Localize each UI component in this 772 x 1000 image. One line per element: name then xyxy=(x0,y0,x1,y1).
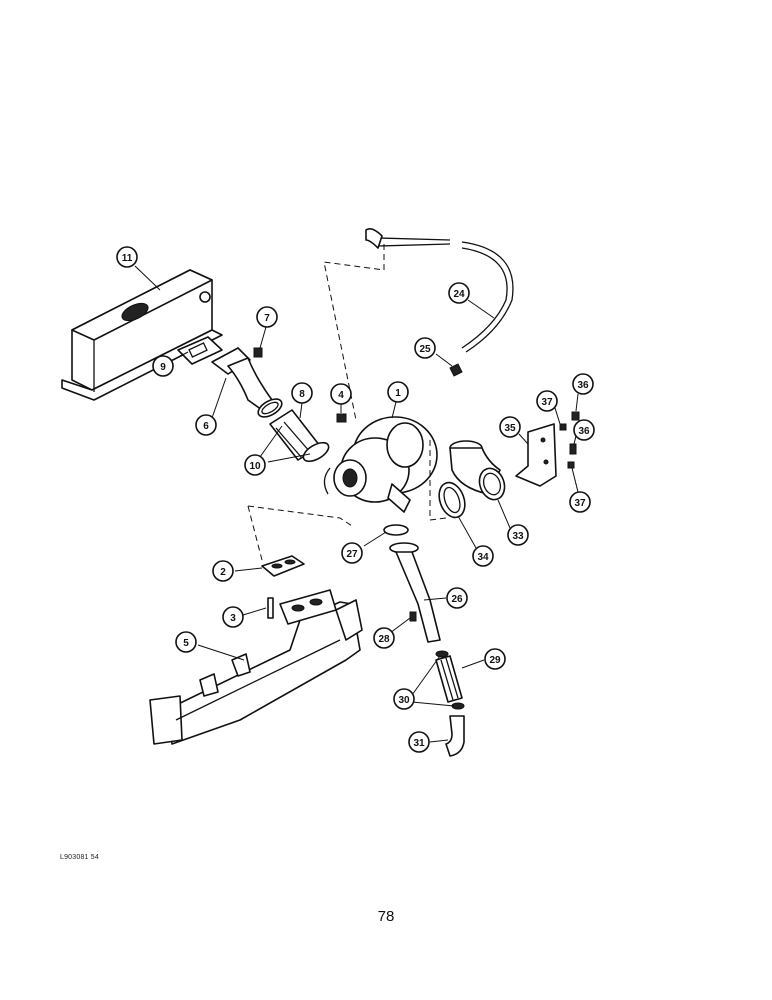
part-elbow-pipe-6 xyxy=(211,347,273,411)
svg-text:6: 6 xyxy=(203,421,209,432)
part-drain-tube-26 xyxy=(389,542,441,643)
callout-2: 2 xyxy=(212,560,234,582)
svg-text:5: 5 xyxy=(183,638,189,649)
callout-28: 28 xyxy=(373,627,395,649)
svg-text:36: 36 xyxy=(578,426,590,437)
callout-30: 30 xyxy=(393,688,415,710)
svg-text:35: 35 xyxy=(504,423,516,434)
callout-11: 11 xyxy=(116,246,138,268)
svg-text:7: 7 xyxy=(264,313,270,324)
callout-8: 8 xyxy=(291,382,313,404)
svg-text:37: 37 xyxy=(574,498,586,509)
callout-37-top: 37 xyxy=(536,390,558,412)
svg-text:37: 37 xyxy=(541,397,553,408)
part-hose-29 xyxy=(435,650,465,710)
svg-text:25: 25 xyxy=(419,344,431,355)
svg-text:29: 29 xyxy=(489,655,501,666)
svg-text:9: 9 xyxy=(160,362,166,373)
callout-36-mid: 36 xyxy=(573,419,595,441)
part-bracket-35 xyxy=(515,423,557,487)
page-number: 78 xyxy=(377,908,395,925)
part-stud-3 xyxy=(267,597,274,619)
callout-9: 9 xyxy=(152,355,174,377)
svg-text:3: 3 xyxy=(230,613,236,624)
callout-3: 3 xyxy=(222,606,244,628)
part-oil-line-24 xyxy=(461,241,514,353)
svg-text:34: 34 xyxy=(477,552,489,563)
callout-24: 24 xyxy=(448,282,470,304)
callout-29: 29 xyxy=(484,648,506,670)
part-clamp-ring-34 xyxy=(438,481,466,519)
callout-37-bottom: 37 xyxy=(569,491,591,513)
part-hardware-36-37 xyxy=(559,411,580,469)
part-turbocharger xyxy=(323,416,438,513)
svg-text:2: 2 xyxy=(220,567,226,578)
callout-33: 33 xyxy=(507,524,529,546)
callout-4: 4 xyxy=(330,383,352,405)
callout-6: 6 xyxy=(195,414,217,436)
part-clamp-8 xyxy=(257,398,283,418)
callout-5: 5 xyxy=(175,631,197,653)
alignment-lines xyxy=(247,244,447,561)
callout-36-top: 36 xyxy=(572,373,594,395)
callout-34: 34 xyxy=(472,545,494,567)
svg-text:33: 33 xyxy=(512,531,524,542)
part-gasket-2 xyxy=(261,555,305,577)
leader-lines xyxy=(134,265,579,743)
part-fitting-25 xyxy=(449,363,463,377)
callout-1: 1 xyxy=(387,381,409,403)
svg-text:8: 8 xyxy=(299,389,305,400)
part-exhaust-manifold xyxy=(149,589,363,745)
svg-text:24: 24 xyxy=(453,289,465,300)
callout-26: 26 xyxy=(446,587,468,609)
svg-text:26: 26 xyxy=(451,594,463,605)
svg-text:30: 30 xyxy=(398,695,410,706)
callout-27: 27 xyxy=(341,542,363,564)
callout-35: 35 xyxy=(499,416,521,438)
part-nut-4 xyxy=(336,413,347,423)
part-oil-tube xyxy=(365,228,451,249)
svg-text:36: 36 xyxy=(577,380,589,391)
part-gasket-9 xyxy=(177,336,223,365)
part-hose xyxy=(269,409,321,461)
part-bolt-28 xyxy=(409,611,417,622)
part-elbow-adapter-33 xyxy=(449,440,506,501)
callout-31: 31 xyxy=(408,731,430,753)
part-heat-shield xyxy=(61,269,223,401)
svg-text:10: 10 xyxy=(249,461,261,472)
callout-25: 25 xyxy=(414,337,436,359)
part-gasket-27 xyxy=(383,524,409,536)
callouts: 11 9 7 6 8 4 10 1 xyxy=(116,246,595,753)
callout-10: 10 xyxy=(244,454,266,476)
svg-text:1: 1 xyxy=(395,388,401,399)
svg-text:11: 11 xyxy=(122,253,133,264)
part-bolt-7 xyxy=(253,347,263,358)
svg-text:31: 31 xyxy=(413,738,425,749)
part-elbow-hose-31 xyxy=(445,715,465,757)
part-clamp-10 xyxy=(302,441,330,463)
svg-text:28: 28 xyxy=(378,634,390,645)
svg-text:4: 4 xyxy=(338,390,344,401)
callout-7: 7 xyxy=(256,306,278,328)
figure-reference-code: L903081 54 xyxy=(60,854,99,861)
svg-text:27: 27 xyxy=(346,549,358,560)
